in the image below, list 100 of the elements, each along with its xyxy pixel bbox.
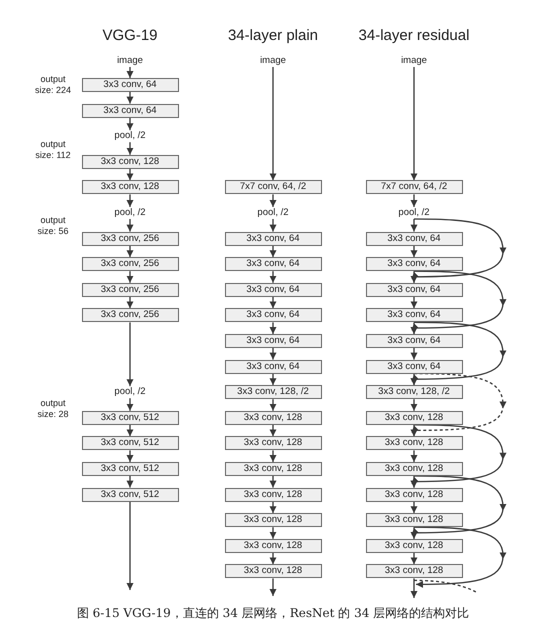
node-label: image (374, 55, 454, 67)
node-label: pool, /2 (374, 207, 454, 219)
arrow (410, 348, 418, 360)
layer-box: 3x3 conv, 64 (224, 282, 322, 297)
layer-box: 3x3 conv, 128 (224, 462, 322, 476)
layer-box: 3x3 conv, 64 (366, 360, 462, 374)
figure-caption: 图 6-15 VGG-19，直连的 34 层网络，ResNet 的 34 层网络的结构对比 (76, 605, 470, 622)
output-size-label: output size: 112 (34, 139, 72, 161)
layer-box: 3x3 conv, 128 (224, 538, 322, 553)
arrow (270, 67, 276, 180)
skip-connection-arrow (410, 372, 506, 436)
layer-box: 3x3 conv, 64 (224, 360, 322, 374)
layer-box: 3x3 conv, 256 (82, 232, 178, 246)
arrow (126, 296, 134, 308)
arrow (126, 219, 134, 232)
arrow (410, 502, 418, 514)
layer-box: 3x3 conv, 128, /2 (224, 385, 322, 400)
layer-box: 3x3 conv, 512 (82, 436, 178, 450)
arrow (126, 142, 134, 155)
layer-box: 3x3 conv, 512 (82, 462, 178, 476)
arrow (270, 246, 276, 258)
layer-box: 3x3 conv, 512 (82, 410, 178, 425)
layer-box: 3x3 conv, 128 (224, 513, 322, 528)
arrow (270, 502, 276, 514)
output-size-label: output size: 224 (34, 74, 72, 96)
arrow (126, 424, 134, 436)
layer-box: 3x3 conv, 64 (224, 308, 322, 322)
layer-box: 3x3 conv, 64 (366, 334, 462, 348)
node-label: pool, /2 (233, 207, 313, 219)
arrow (270, 424, 276, 436)
arrow (410, 194, 418, 207)
layer-box: 3x3 conv, 128 (366, 564, 462, 578)
layer-box: 3x3 conv, 128, /2 (366, 385, 462, 400)
layer-box: 3x3 conv, 128 (224, 564, 322, 578)
layer-box: 3x3 conv, 64 (224, 257, 322, 272)
arrow (270, 578, 276, 596)
node-label: pool, /2 (90, 386, 170, 398)
layer-box: 3x3 conv, 64 (366, 257, 462, 272)
layer-box: 7x7 conv, 64, /2 (366, 180, 462, 194)
layer-box: 3x3 conv, 128 (366, 410, 462, 425)
arrow (126, 271, 134, 283)
layer-box: 3x3 conv, 128 (224, 436, 322, 450)
layer-box: 3x3 conv, 256 (82, 282, 178, 297)
arrow (270, 450, 276, 462)
arrow (126, 398, 134, 411)
arrow (410, 578, 418, 598)
node-label: image (233, 55, 313, 67)
skip-connection-arrow (410, 270, 506, 334)
layer-box: 3x3 conv, 128 (366, 462, 462, 476)
layer-box: 3x3 conv, 512 (82, 488, 178, 502)
arrow (126, 92, 134, 104)
node-label: pool, /2 (90, 130, 170, 142)
layer-box: 3x3 conv, 64 (224, 334, 322, 348)
arrow (410, 67, 418, 180)
layer-box: 3x3 conv, 64 (82, 104, 178, 118)
layer-box: 3x3 conv, 64 (82, 78, 178, 92)
layer-box: 3x3 conv, 64 (366, 282, 462, 297)
layer-box: 3x3 conv, 128 (224, 488, 322, 502)
arrow (410, 399, 418, 411)
arrow (410, 246, 418, 258)
arrow (126, 194, 134, 207)
layer-box: 3x3 conv, 64 (366, 232, 462, 246)
arrow (410, 219, 418, 232)
arrow (270, 348, 276, 360)
skip-connection-arrow (410, 218, 506, 283)
skip-connection-arrow (410, 424, 506, 488)
column-title: 34-layer residual (358, 27, 470, 45)
arrow (410, 296, 418, 308)
arrow (270, 194, 276, 207)
layer-box: 3x3 conv, 128 (224, 410, 322, 425)
skip-connection-arrow (410, 475, 506, 539)
arrow (270, 399, 276, 411)
layer-box: 3x3 conv, 64 (366, 308, 462, 322)
arrow (270, 322, 276, 334)
arrow (126, 67, 134, 78)
arrow (126, 168, 134, 180)
skip-connection-arrow (410, 322, 506, 386)
node-label: pool, /2 (90, 207, 170, 219)
column-title: VGG-19 (101, 27, 159, 45)
column-title: 34-layer plain (226, 27, 320, 45)
layer-box: 7x7 conv, 64, /2 (224, 180, 322, 194)
node-label: image (90, 55, 170, 67)
arrow (270, 296, 276, 308)
arrow (270, 476, 276, 488)
arrow (126, 246, 134, 258)
arrow (126, 322, 134, 386)
output-size-label: output size: 28 (36, 398, 70, 420)
layer-box: 3x3 conv, 128 (366, 436, 462, 450)
arrow (270, 219, 276, 232)
layer-box: 3x3 conv, 128 (82, 180, 178, 194)
skip-connection-arrow (414, 526, 506, 588)
layer-box: 3x3 conv, 128 (82, 154, 178, 169)
arrow (126, 450, 134, 462)
layer-box: 3x3 conv, 128 (366, 538, 462, 553)
arrow (126, 118, 134, 130)
layer-box: 3x3 conv, 128 (366, 513, 462, 528)
arrow (126, 502, 134, 590)
arrow (270, 271, 276, 283)
output-size-label: output size: 56 (36, 215, 70, 237)
arrow (410, 450, 418, 462)
